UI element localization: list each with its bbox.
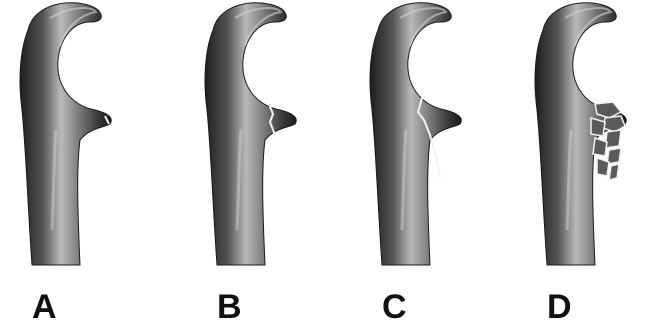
panel-label-a: A: [32, 290, 192, 324]
ulna-bone-b: [195, 0, 345, 285]
ulna-bone-c: [360, 0, 510, 285]
panel-label-d: D: [547, 290, 655, 324]
ulna-bone-a: [10, 0, 160, 285]
panel-label-c: C: [382, 290, 542, 324]
ulna-bone-d: [525, 0, 655, 285]
panel-d: D: [525, 0, 655, 330]
panel-c: C: [360, 0, 520, 330]
panel-label-b: B: [217, 290, 377, 324]
panel-b: B: [195, 0, 355, 330]
panel-a: A: [10, 0, 170, 330]
